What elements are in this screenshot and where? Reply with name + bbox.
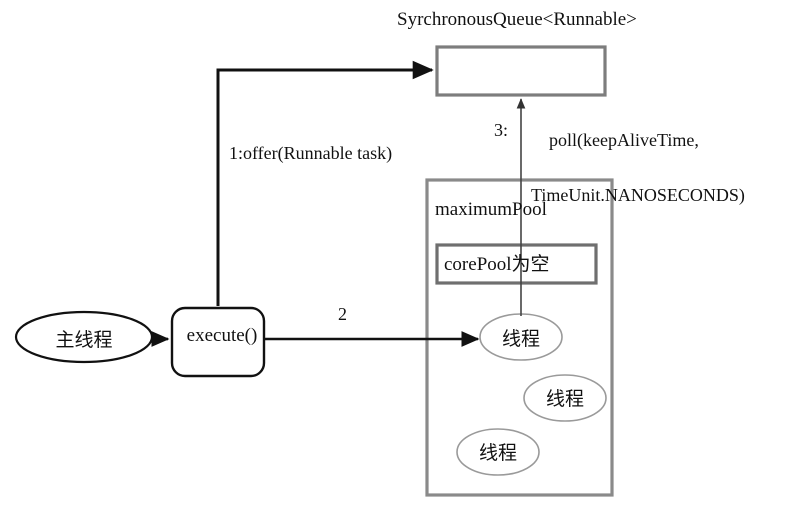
main-thread-node-label: 主线程 xyxy=(55,330,113,351)
maximum-pool-label: maximumPool xyxy=(435,199,547,220)
poll-edge-label-line1: poll(keepAliveTime, xyxy=(549,129,699,150)
poll-edge-label-line2: TimeUnit.NANOSECONDS) xyxy=(531,184,745,205)
arrow-offer-to-queue xyxy=(216,60,434,306)
thread-node-1-label: 线程 xyxy=(501,329,540,350)
synchronous-queue-title: SyrchronousQueue<Runnable> xyxy=(397,9,637,30)
thread-node-3-shape xyxy=(456,428,540,476)
step-2-edge-label: 2 xyxy=(338,304,347,324)
poll-edge-label: poll(keepAliveTime, TimeUnit.NANOSECONDS… xyxy=(531,108,745,251)
execute-node-label: execute() xyxy=(186,325,258,346)
thread-node-3-label: 线程 xyxy=(478,443,517,464)
execute-node-shape xyxy=(170,306,266,378)
core-pool-box xyxy=(435,243,598,285)
offer-edge-label: 1:offer(Runnable task) xyxy=(229,143,393,163)
poll-step-number-label: 3: xyxy=(494,120,509,140)
synchronous-queue-box xyxy=(435,45,607,97)
thread-node-2-shape xyxy=(523,374,607,422)
thread-node-2-label: 线程 xyxy=(545,389,584,410)
core-pool-label: corePool为空 xyxy=(444,254,550,275)
